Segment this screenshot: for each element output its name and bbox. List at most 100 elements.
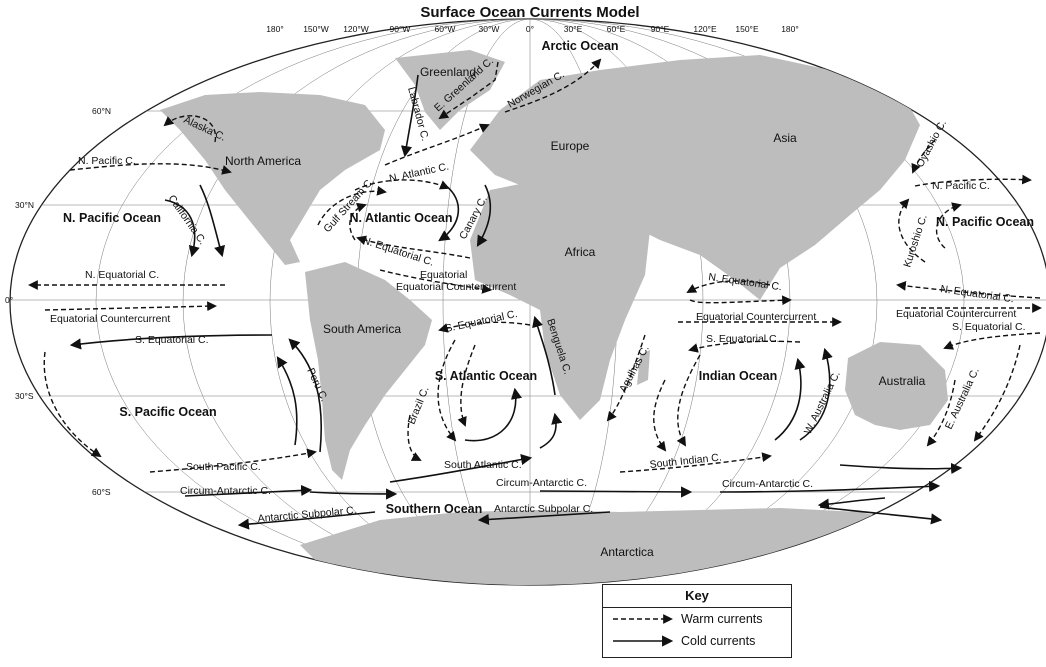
indian-loop-arrow: [689, 295, 792, 306]
n-equatorial-current-arrow-atlantic: [356, 235, 471, 259]
benguela-current-arrow: [532, 315, 556, 396]
cold-current-symbol: [613, 635, 674, 647]
longitude-label: 90°E: [651, 24, 670, 34]
land-label-antarctica: Antarctica: [600, 545, 654, 559]
land-labels: Greenland North America Europe Asia Afri…: [225, 65, 926, 559]
ocean-label-n-pacific-west: N. Pacific Ocean: [63, 211, 161, 225]
current-label-antarctic-subpolar-2: Antarctic Subpolar C.: [494, 503, 593, 515]
key-row-cold: Cold currents: [603, 630, 791, 652]
indian-west-loop: [653, 379, 667, 452]
n-pacific-current-arrow-west: [69, 163, 232, 175]
key-title: Key: [603, 585, 791, 608]
brazil-current-arrow: [437, 339, 457, 442]
longitude-label: 180°: [266, 24, 284, 34]
ocean-labels: Arctic Ocean N. Pacific Ocean N. Atlanti…: [63, 39, 1034, 516]
e-greenland-current-arrow: [438, 61, 499, 120]
peru-current-arrow: [288, 338, 323, 453]
peru-inner-arrow: [276, 356, 298, 446]
n-atlantic-upper-loop: [354, 179, 450, 191]
current-label-n-equatorial-pacific: N. Equatorial C.: [85, 269, 159, 281]
ocean-label-indian: Indian Ocean: [699, 369, 778, 383]
current-label-equatorial-countercurrent-atlantic: Equatorial Countercurrent: [396, 281, 516, 293]
antarctic-subpolar-current-arrow-2: [477, 511, 611, 525]
land-label-south-america: South America: [323, 322, 401, 336]
latitude-labels: 60°N 30°N 0° 30°S 60°S: [5, 106, 111, 497]
n-pacific-east-inner-loop: [935, 202, 962, 249]
south-pacific-current-arrow: [149, 448, 317, 473]
s-atlantic-east-arrow: [539, 412, 563, 449]
land-label-north-america-text: North America: [225, 154, 301, 168]
s-equatorial-current-arrow-east: [943, 332, 1041, 350]
canary-current-arrow: [476, 184, 492, 247]
current-label-n-pacific-west: N. Pacific C.: [78, 155, 136, 167]
ocean-label-s-atlantic: S. Atlantic Ocean: [435, 369, 537, 383]
california-current-arrow: [164, 199, 200, 258]
agulhas-current-arrow: [606, 334, 646, 422]
circum-antarctic-current-arrow-3: [719, 480, 941, 493]
ocean-label-n-pacific-east: N. Pacific Ocean: [936, 215, 1034, 229]
longitude-label: 0°: [526, 24, 534, 34]
madagascar-shape: [637, 350, 650, 385]
indian-gyre-east-arrow: [774, 357, 806, 441]
circum-antarctic-australia-arrow: [839, 462, 963, 475]
australia-shape: [845, 342, 948, 430]
labrador-current-arrow: [400, 74, 419, 158]
ocean-label-southern: Southern Ocean: [386, 502, 483, 516]
indian-inner-loop: [676, 354, 701, 447]
antarctic-subpolar-current-arrow-1: [237, 511, 376, 530]
oyashio-current-arrow: [911, 139, 936, 174]
current-label-south-pacific: South Pacific C.: [186, 461, 261, 473]
longitude-label: 60°W: [435, 24, 456, 34]
alaska-current-arrow: [163, 115, 217, 143]
eurasia-shape: [470, 55, 920, 300]
ocean-label-arctic: Arctic Ocean: [541, 39, 618, 53]
current-label-n-pacific-east: N. Pacific C.: [932, 180, 990, 192]
north-america-shape: [160, 92, 385, 265]
s-atlantic-inner-loop: [457, 344, 476, 427]
land-label-europe: Europe: [551, 139, 590, 153]
longitude-label: 60°E: [607, 24, 626, 34]
circum-antarctic-east-arrow: [817, 497, 886, 510]
land-label-asia: Asia: [773, 131, 797, 145]
key-cold-label: Cold currents: [681, 634, 756, 648]
antarctic-subpolar-east-arrow: [819, 506, 943, 525]
warm-currents: [28, 58, 1042, 473]
n-equatorial-current-arrow-east: [896, 281, 1041, 299]
longitude-label: 120°E: [693, 24, 717, 34]
south-atlantic-current-arrow: [389, 454, 533, 483]
s-atlantic-gyre-arrow: [464, 387, 522, 442]
n-atlantic-inner-loop: [349, 202, 367, 241]
land-label-australia: Australia: [879, 374, 926, 388]
n-pacific-current-arrow-east: [914, 174, 1032, 187]
longitude-label: 150°W: [303, 24, 329, 34]
current-label-equatorial-countercurrent-pacific: Equatorial Countercurrent: [50, 313, 170, 325]
current-label-equatorial-countercurrent-east: Equatorial Countercurrent: [896, 308, 1016, 320]
africa-shape: [470, 180, 650, 420]
map-title: Surface Ocean Currents Model: [420, 4, 639, 21]
s-equatorial-current-arrow-pacific: [69, 334, 273, 350]
warm-current-symbol: [613, 614, 673, 624]
cold-currents: [69, 74, 963, 530]
current-label-circum-antarctic-2: Circum-Antarctic C.: [496, 477, 587, 489]
s-pacific-loop-arrow: [43, 351, 102, 458]
n-atlantic-gyre-arrow: [438, 184, 460, 242]
key-warm-label: Warm currents: [681, 612, 763, 626]
gulf-stream-arrow: [317, 185, 387, 226]
longitude-label: 90°W: [390, 24, 411, 34]
latitude-label: 60°N: [92, 106, 111, 116]
circum-antarctic-current-arrow-2: [539, 486, 693, 498]
circum-antarctic-current-arrow-1: [184, 484, 313, 497]
circum-antarctic-mid-arrow: [309, 488, 398, 500]
latitude-label: 0°: [5, 295, 13, 305]
current-label-equatorial-countercurrent-indian: Equatorial Countercurrent: [696, 311, 816, 323]
longitude-label: 30°E: [564, 24, 583, 34]
longitude-labels: 180° 150°W 120°W 90°W 60°W 30°W 0° 30°E …: [266, 24, 799, 34]
south-america-shape: [305, 262, 432, 480]
current-label-equatorial-countercurrent-atlantic-1: Equatorial: [420, 269, 467, 281]
longitude-label: 30°W: [479, 24, 500, 34]
land-label-greenland: Greenland: [420, 65, 476, 79]
key-row-warm: Warm currents: [603, 608, 791, 630]
s-equatorial-current-arrow-indian: [688, 340, 801, 353]
longitude-label: 150°E: [735, 24, 759, 34]
